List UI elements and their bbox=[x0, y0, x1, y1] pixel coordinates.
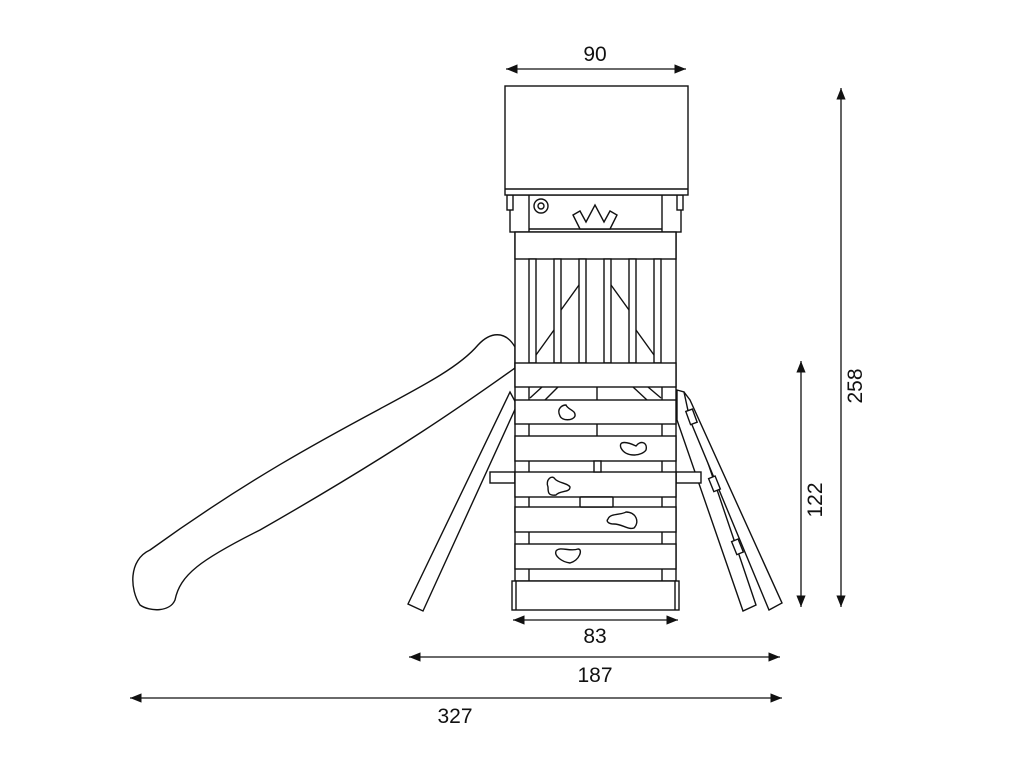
tower-base bbox=[511, 580, 680, 611]
railing-slats bbox=[528, 258, 662, 364]
deck-beam bbox=[514, 362, 677, 388]
label-deck-height: 122 bbox=[804, 482, 827, 517]
label-total-length: 327 bbox=[437, 705, 472, 728]
slide bbox=[132, 334, 516, 611]
roof bbox=[504, 85, 689, 196]
steering-wheel-icon bbox=[533, 198, 549, 214]
label-legs-width: 187 bbox=[577, 664, 612, 687]
spring bbox=[593, 460, 602, 473]
climbing-holds bbox=[546, 404, 648, 564]
rail-beam bbox=[514, 231, 677, 260]
tower bbox=[506, 194, 684, 611]
label-roof-width: 90 bbox=[583, 43, 606, 66]
handle bbox=[579, 496, 614, 508]
climbing-wall bbox=[514, 386, 677, 581]
label-total-height: 258 bbox=[844, 368, 867, 403]
right-legs bbox=[675, 389, 783, 612]
crown-ornament bbox=[572, 203, 618, 230]
label-tower-base-width: 83 bbox=[583, 625, 606, 648]
